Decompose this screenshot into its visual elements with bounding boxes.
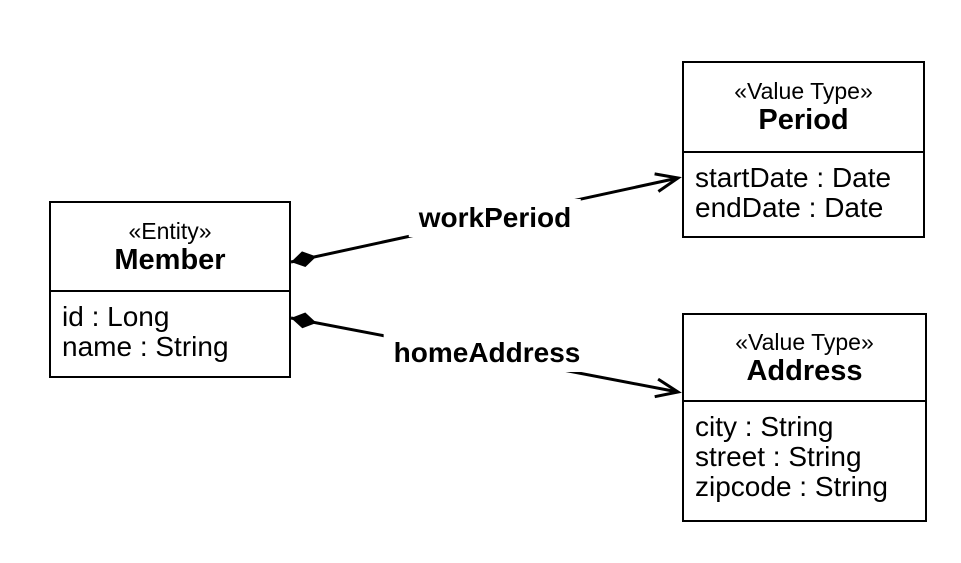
class-header-address: «Value Type» Address [684,315,925,402]
attribute: startDate : Date [695,162,892,193]
attribute: name : String [62,331,229,362]
class-box-address: «Value Type» Address city : String stree… [682,313,927,522]
class-name: Address [746,354,863,387]
attribute: city : String [695,411,834,442]
association-label-workperiod: workPeriod [408,199,582,237]
attributes-compartment-member: id : Long name : String [51,292,289,376]
stereotype-label: «Value Type» [734,78,873,104]
attributes-compartment-period: startDate : Date endDate : Date [684,153,923,236]
stereotype-label: «Value Type» [735,328,874,355]
class-box-member: «Entity» Member id : Long name : String [49,201,291,378]
attribute: endDate : Date [695,192,884,223]
workperiod-arrowhead-icon [654,172,682,193]
homeaddress-composition-diamond-icon [291,312,317,329]
attribute: street : String [695,441,862,472]
attribute: id : Long [62,301,170,332]
class-box-period: «Value Type» Period startDate : Date end… [682,61,925,238]
workperiod-composition-diamond-icon [291,251,317,267]
attributes-compartment-address: city : String street : String zipcode : … [684,402,925,520]
class-header-period: «Value Type» Period [684,63,923,153]
class-name: Period [758,104,849,136]
homeaddress-arrowhead-icon [654,377,682,399]
class-name: Member [114,243,226,276]
class-header-member: «Entity» Member [51,203,289,292]
attribute: zipcode : String [695,471,888,502]
association-label-homeaddress: homeAddress [383,334,591,372]
stereotype-label: «Entity» [128,217,212,244]
